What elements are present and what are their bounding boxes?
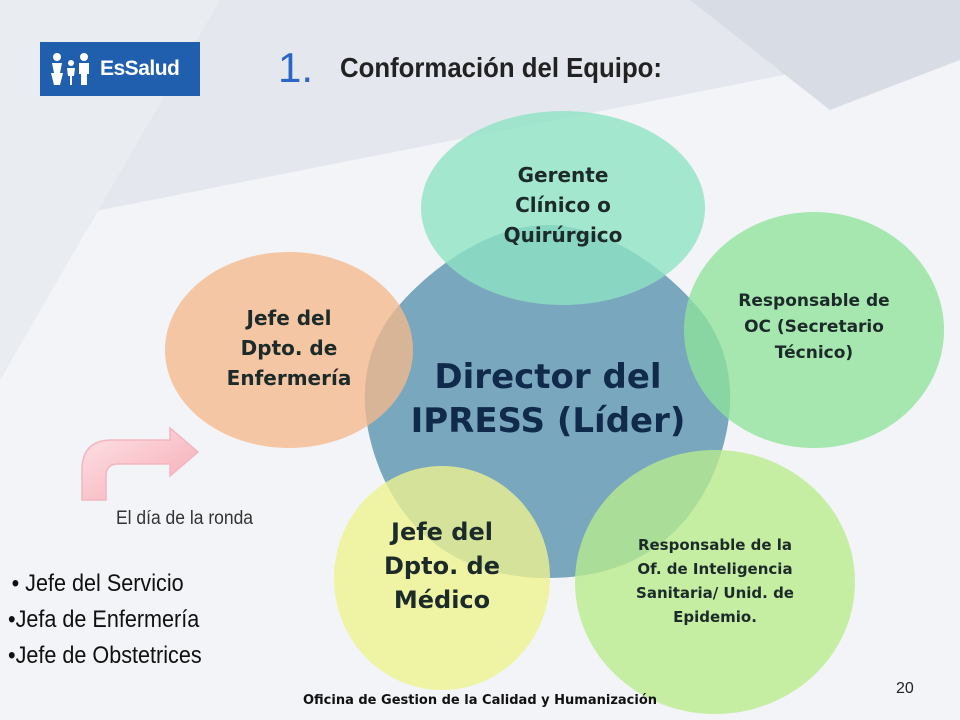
node-jefe-enfermeria-label-line: Jefe del xyxy=(245,306,332,330)
node-jefe-medico-label-line: Dpto. de xyxy=(384,552,500,580)
node-gerente xyxy=(421,111,705,305)
node-jefe-enfermeria-label-line: Enfermería xyxy=(227,366,352,390)
bullet-list: • Jefe del Servicio •Jefa de Enfermería … xyxy=(8,566,223,674)
page-number: 20 xyxy=(896,680,914,697)
bullet-item: •Jefe de Obstetrices xyxy=(8,642,202,669)
family-icon xyxy=(51,53,89,85)
node-jefe-enfermeria-label-line: Dpto. de xyxy=(241,336,338,360)
node-responsable-oc-label-line: Técnico) xyxy=(775,343,853,363)
bullet-item: • Jefe del Servicio xyxy=(11,570,184,597)
node-jefe-enfermeria xyxy=(165,252,413,448)
node-responsable-inteligencia-label-line: Responsable de la xyxy=(638,536,792,554)
node-gerente-label-line: Clínico o xyxy=(515,193,611,217)
center-label-line-2: IPRESS (Líder) xyxy=(411,401,686,441)
node-responsable-inteligencia-label-line: Of. de Inteligencia xyxy=(637,560,792,578)
arrow-label: El día de la ronda xyxy=(116,508,254,529)
node-responsable-oc-label-line: OC (Secretario xyxy=(744,317,884,337)
page-title: Conformación del Equipo: xyxy=(340,52,662,83)
logo-text: EsSalud xyxy=(100,57,180,80)
node-responsable-inteligencia xyxy=(575,450,855,714)
node-gerente-label-line: Gerente xyxy=(518,163,609,187)
node-responsable-inteligencia-label-line: Sanitaria/ Unid. de xyxy=(636,584,794,602)
node-responsable-oc-label-line: Responsable de xyxy=(738,291,889,311)
bullet-item: •Jefa de Enfermería xyxy=(8,606,200,633)
node-jefe-medico xyxy=(334,466,550,690)
slide-section-number: 1. xyxy=(278,44,314,91)
essalud-logo: EsSalud xyxy=(40,42,200,96)
node-responsable-inteligencia-label-line: Epidemio. xyxy=(673,608,757,626)
node-responsable-oc xyxy=(684,212,944,448)
footer-text: Oficina de Gestion de la Calidad y Human… xyxy=(302,693,658,708)
node-gerente-label-line: Quirúrgico xyxy=(504,223,623,247)
node-jefe-medico-label-line: Médico xyxy=(394,586,490,614)
node-jefe-medico-label-line: Jefe del xyxy=(389,518,493,546)
center-label-line-1: Director del xyxy=(434,357,661,397)
bent-arrow-icon xyxy=(81,426,200,501)
